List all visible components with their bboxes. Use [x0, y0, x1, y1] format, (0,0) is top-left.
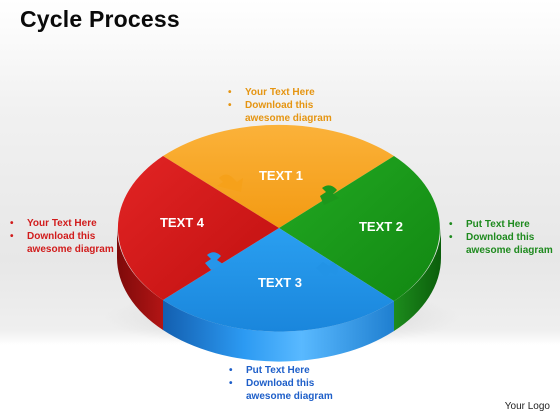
segment-label-3: TEXT 3	[258, 275, 302, 290]
puzzle-tab-blue-right	[316, 262, 338, 278]
callout-right-line1: Put Text Here	[449, 218, 553, 231]
callout-left-line1: Your Text Here	[10, 217, 114, 230]
segment-label-2: TEXT 2	[359, 219, 403, 234]
segment-label-4: TEXT 4	[160, 215, 205, 230]
callout-bottom: Put Text Here Download this awesome diag…	[229, 364, 333, 403]
callout-right: Put Text Here Download this awesome diag…	[449, 218, 553, 257]
callout-top-line2: Download this	[228, 99, 332, 112]
side-wall-green	[394, 228, 441, 331]
callout-left-line3: awesome diagram	[27, 244, 114, 255]
segment-bottom-blue[interactable]	[163, 228, 394, 332]
callout-bottom-line1: Put Text Here	[229, 364, 333, 377]
slide-title: Cycle Process	[20, 6, 180, 32]
callout-top-line1: Your Text Here	[228, 86, 332, 99]
segment-left-red[interactable]	[117, 156, 280, 300]
callout-bottom-line3: awesome diagram	[246, 391, 333, 402]
side-wall-red	[117, 228, 163, 330]
side-wall-blue	[163, 300, 394, 362]
callout-left: Your Text Here Download this awesome dia…	[10, 217, 114, 256]
footer-logo-text: Your Logo	[504, 401, 550, 412]
callout-top-line3: awesome diagram	[245, 113, 332, 124]
callout-right-line2: Download this	[449, 231, 553, 244]
callout-right-line3: awesome diagram	[466, 245, 553, 256]
puzzle-tab-green	[320, 185, 339, 205]
callout-bottom-line2: Download this	[229, 377, 333, 390]
puzzle-tab-blue-left	[205, 252, 223, 270]
segment-label-1: TEXT 1	[259, 168, 303, 183]
puzzle-tab-orange	[217, 174, 243, 192]
callout-left-line2: Download this	[10, 230, 114, 243]
segment-top-orange[interactable]	[163, 124, 394, 228]
segment-right-green[interactable]	[279, 156, 440, 301]
callout-top: Your Text Here Download this awesome dia…	[228, 86, 332, 125]
